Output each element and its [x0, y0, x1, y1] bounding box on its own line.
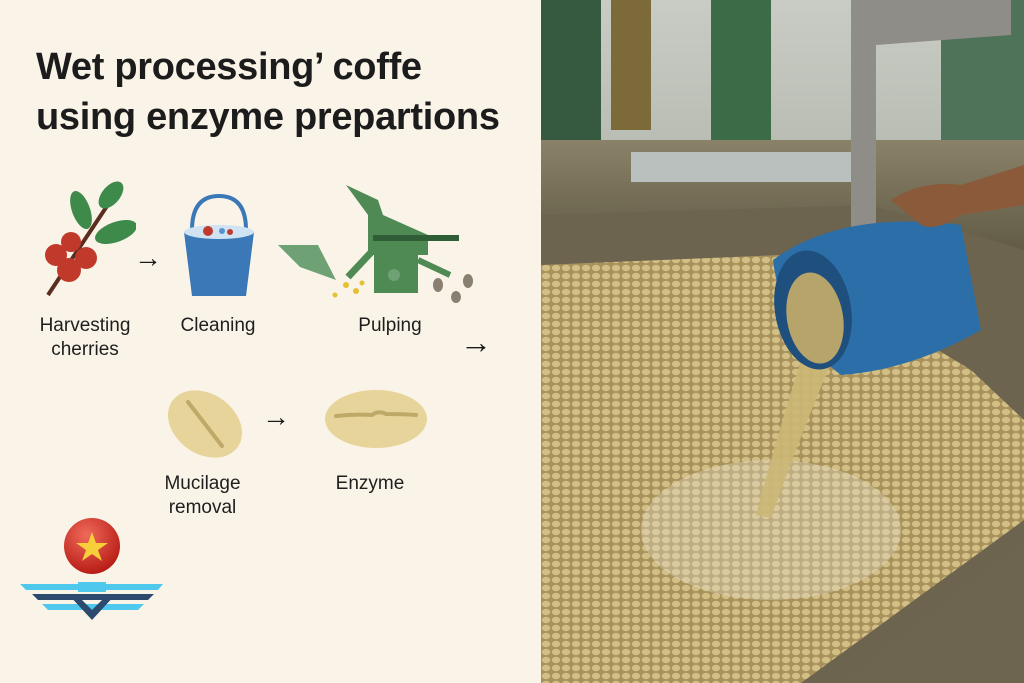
page-title: Wet processing’ coffe using enzyme prepa…	[36, 42, 500, 142]
label-line: Enzyme	[335, 473, 405, 494]
step-label-harvesting: Harvesting cherries	[30, 314, 140, 362]
pulping-machine-icon	[278, 185, 473, 303]
label-line: Pulping	[358, 315, 422, 336]
processing-tank-photo	[541, 0, 1024, 683]
label-line: cherries	[51, 339, 119, 360]
vietnam-flag-logo-icon	[20, 518, 163, 620]
label-line: Cleaning	[180, 315, 256, 336]
coffee-cherry-branch-icon	[45, 181, 136, 297]
arrow-icon: →	[134, 242, 162, 273]
title-line-1: Wet processing’ coffe	[36, 46, 422, 88]
arrow-icon: →	[460, 324, 492, 360]
water-bucket-icon	[184, 193, 254, 296]
infographic-panel: Wet processing’ coffe using enzyme prepa…	[20, 42, 500, 620]
step-label-pulping: Pulping	[340, 314, 440, 338]
step-label-enzyme: Enzyme	[320, 472, 420, 496]
title-line-2: using enzyme prepartions	[36, 96, 500, 138]
label-line: Mucilage	[164, 473, 241, 494]
step-label-mucilage-removal: Mucilage removal	[150, 472, 255, 520]
label-line: Harvesting	[39, 315, 131, 336]
step-label-cleaning: Cleaning	[168, 314, 268, 338]
photo-illustration	[541, 0, 1024, 683]
flat-coffee-bean-icon	[325, 390, 427, 448]
arrow-icon: →	[262, 401, 290, 432]
label-line: removal	[168, 497, 237, 518]
coffee-bean-icon	[167, 390, 243, 458]
